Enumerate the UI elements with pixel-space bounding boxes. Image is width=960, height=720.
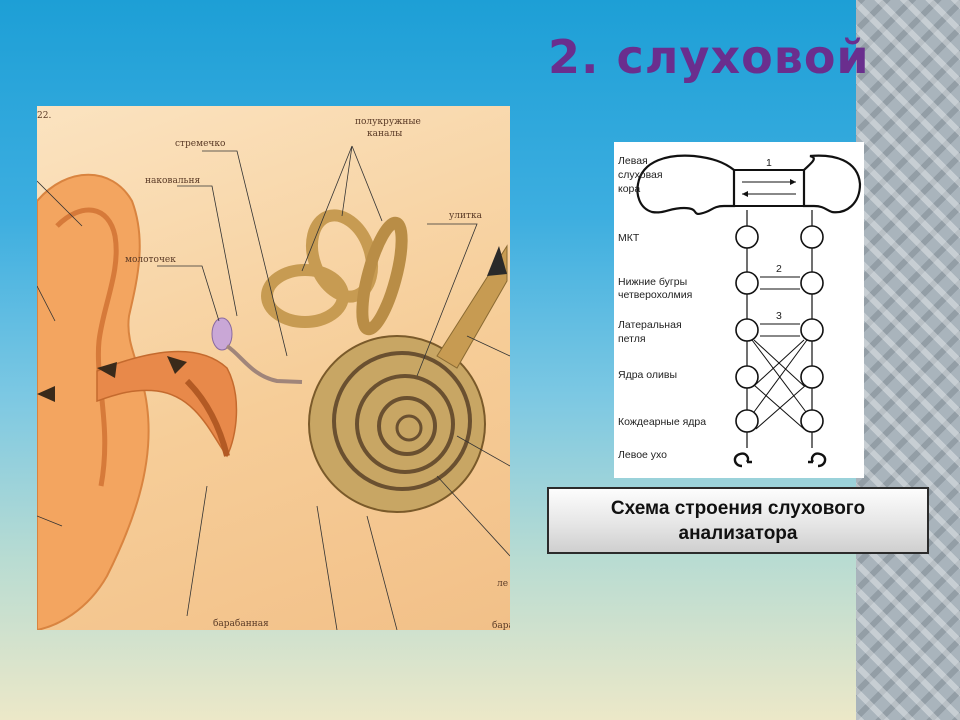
leader-line (436, 475, 510, 557)
arrow-1 (37, 386, 55, 402)
label-stirrup: стремечко (175, 139, 225, 149)
label-right-edge-bottom: бара (492, 620, 510, 630)
arrow-head (790, 179, 796, 185)
leader-line (157, 265, 220, 322)
ear-canal-inner (184, 378, 230, 457)
label-hammer: молоточек (125, 255, 176, 265)
cochlea-duct (436, 244, 508, 369)
scheme-number-2: 2 (776, 263, 782, 275)
leader-line (37, 285, 56, 322)
ear-anatomy-drawing: 22. стремечко наковальня молоточек полук… (37, 111, 510, 630)
arrow-duct (487, 246, 507, 276)
cochlea-ring-3 (377, 396, 437, 456)
decorative-pattern-strip (856, 0, 960, 720)
scheme-label-cortex-3: кора (618, 183, 640, 195)
scheme-number-3: 3 (776, 310, 782, 322)
leader-line (466, 335, 510, 357)
leader-line (341, 145, 353, 217)
ear-anatomy-illustration: 22. стремечко наковальня молоточек полук… (37, 106, 510, 630)
ear-fold (55, 207, 119, 487)
scheme-label-olive: Ядра оливы (618, 369, 677, 381)
left-cortex-shape (636, 154, 736, 215)
leader-line (456, 435, 510, 467)
scheme-number-1: 1 (766, 157, 772, 169)
cross-pathways (751, 339, 808, 430)
auditory-pathway-scheme: 1 (614, 142, 864, 478)
leader-line (202, 150, 288, 357)
scheme-label-cortex-1: Левая (618, 155, 648, 167)
label-eardrum: барабанная (213, 618, 269, 629)
ossicles-shape (225, 344, 303, 384)
vertical-pathways (746, 210, 813, 448)
leader-line (37, 180, 83, 227)
canal-loop-3 (356, 216, 408, 336)
leader-line (351, 145, 383, 222)
label-corner: 22. (37, 111, 51, 121)
leader-line (177, 185, 238, 317)
scheme-label-colliculi-1: Нижние бугры (618, 276, 687, 288)
leader-line (301, 145, 353, 272)
eardrum-shape (211, 317, 233, 351)
slide-title: 2. слуховой (548, 30, 870, 84)
left-ear-symbol (733, 452, 752, 468)
label-cochlea: улитка (449, 211, 483, 221)
arrow-2 (97, 362, 117, 378)
scheme-label-mkt: МКТ (618, 232, 640, 244)
canal-loop-2 (306, 209, 378, 303)
scheme-label-cortex-2: слуховая (618, 169, 663, 181)
scheme-label-lemniscus-2: петля (618, 333, 646, 345)
arrow-head (742, 191, 748, 197)
scheme-caption: Схема строения слухового анализатора (547, 487, 929, 554)
leader-line (416, 223, 478, 377)
scheme-label-cochlear-nuclei: Кождеарные ядра (618, 416, 706, 428)
scheme-label-colliculi-2: четверохолмия (618, 289, 692, 301)
scheme-label-left-ear: Левое ухо (618, 449, 667, 461)
scheme-drawing: 1 (618, 154, 862, 468)
arrow-3 (167, 356, 187, 374)
scheme-label-lemniscus-1: Латеральная (618, 319, 682, 331)
label-canals-line1: полукружные (355, 117, 421, 127)
leader-line (366, 515, 398, 630)
cochlea-ring-4 (395, 414, 423, 442)
right-ear-symbol (808, 452, 827, 468)
label-right-edge-top: ле (497, 579, 508, 589)
right-cortex-shape (802, 154, 862, 214)
outer-ear-shape (37, 173, 150, 630)
leader-line (186, 485, 208, 617)
label-canals-line2: каналы (367, 129, 402, 139)
label-anvil: наковальня (145, 176, 200, 186)
leader-line (316, 505, 338, 630)
cochlea-ring-1 (332, 351, 472, 491)
cochlea-ring-2 (355, 374, 455, 474)
leader-line (37, 515, 63, 527)
